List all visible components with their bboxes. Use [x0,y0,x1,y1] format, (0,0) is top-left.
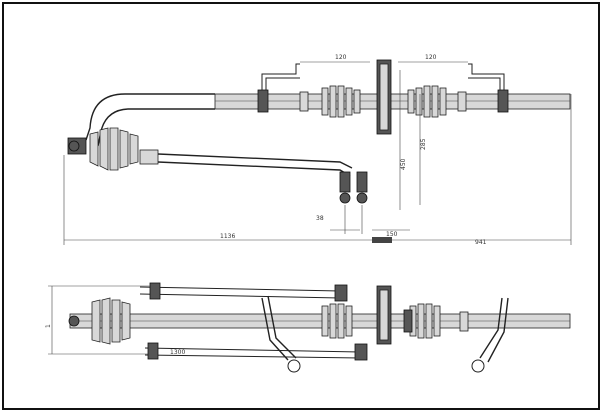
dim-bottom-gear: 1300 [170,349,185,356]
tie-rod [157,153,353,169]
upper-rod [139,286,341,292]
knuckle-left [261,297,289,361]
dim-top-left: 120 [335,54,347,61]
bottom-bellows-left [91,297,131,345]
top-view: 120 120 450 285 38 150 1136 941 [63,54,572,246]
bellows-left [321,85,361,118]
bracket-right [468,63,505,90]
clamp-left [257,89,269,113]
bottom-bellows-mid [321,303,441,339]
curved-pipe [85,93,215,141]
dim-small-left: 38 [316,215,324,222]
dim-small-right: 150 [386,231,398,238]
dim-top-right: 120 [425,54,437,61]
knuckle-right [479,297,503,359]
dim-right-length: 941 [475,239,487,246]
lower-rod [144,347,361,353]
dim-vertical-2: 285 [420,138,427,150]
bellows-right [407,85,447,118]
ball-joint-2 [356,192,368,204]
dim-vertical-1: 450 [400,158,407,170]
clamp-right [497,89,509,113]
tie-rod-end [139,149,159,165]
dim-side-height: 1 [45,324,52,328]
ball-joint-1 [339,192,351,204]
pinion-bellows [67,127,139,171]
bottom-view: 1 1300 [45,282,571,373]
dim-left-length: 1136 [220,233,235,240]
bracket-left [261,63,300,90]
